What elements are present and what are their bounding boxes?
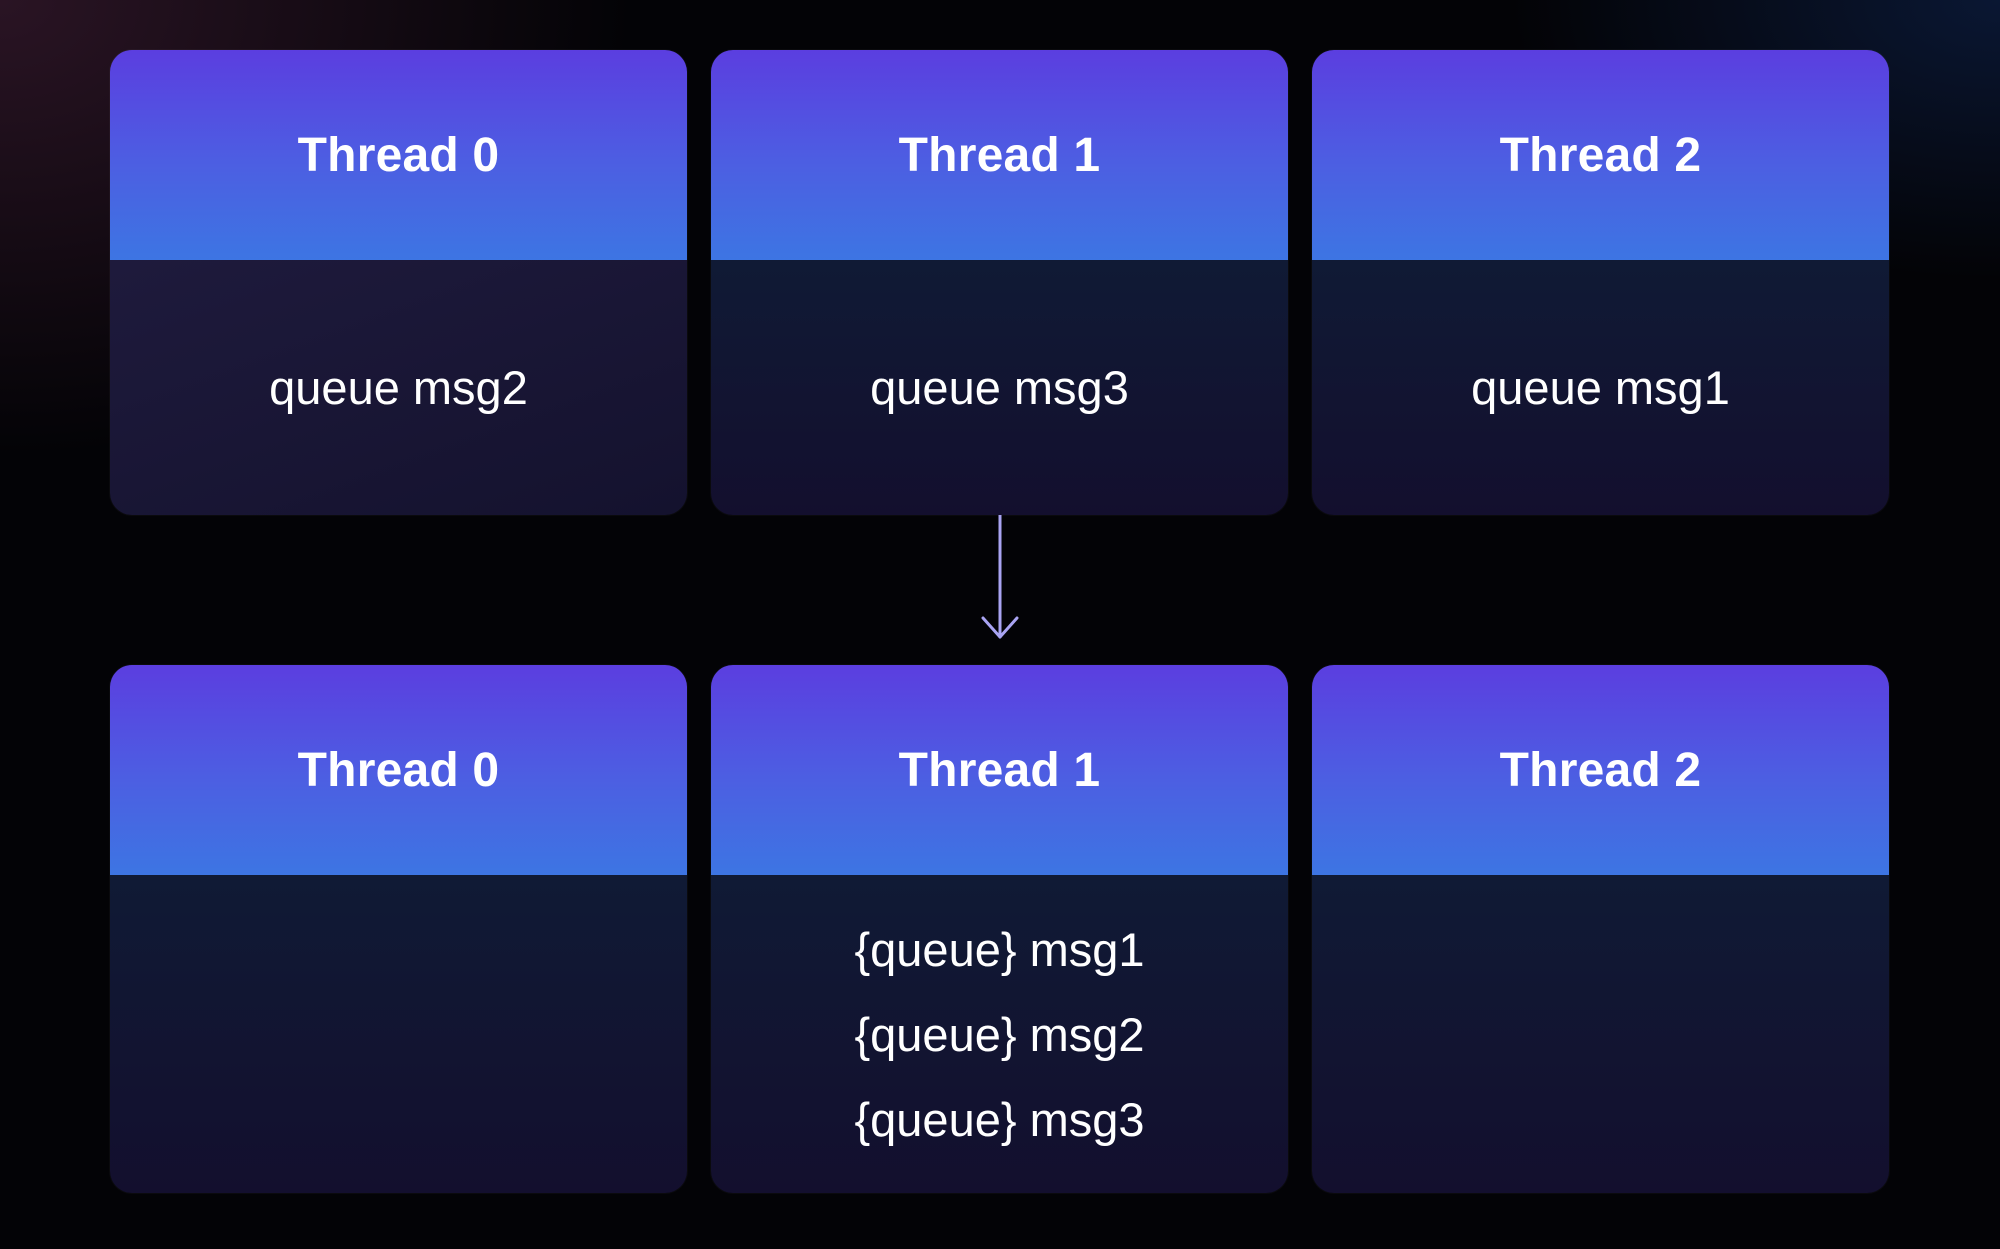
card-header: Thread 0 [110,665,687,875]
queue-message: {queue} msg1 [854,922,1145,976]
after-row: Thread 0 Thread 1 {queue} msg1 {queue} m… [110,665,1889,1193]
card-title: Thread 0 [297,128,500,182]
card-title: Thread 1 [898,743,1101,797]
before-thread-1-card: Thread 1 queue msg3 [711,50,1288,515]
before-thread-0-card: Thread 0 queue msg2 [110,50,687,515]
queue-message: {queue} msg2 [854,1007,1145,1061]
queue-message: queue msg2 [269,361,528,414]
queue-message: queue msg1 [1471,361,1730,414]
card-header: Thread 1 [711,665,1288,875]
card-body-empty [110,875,687,1193]
after-thread-2-card: Thread 2 [1312,665,1889,1193]
card-body: queue msg1 [1312,260,1889,515]
card-title: Thread 1 [898,128,1101,182]
before-thread-2-card: Thread 2 queue msg1 [1312,50,1889,515]
arrow-down-icon [981,515,1019,639]
card-body: {queue} msg1 {queue} msg2 {queue} msg3 [711,875,1288,1193]
after-thread-1-card: Thread 1 {queue} msg1 {queue} msg2 {queu… [711,665,1288,1193]
after-thread-0-card: Thread 0 [110,665,687,1193]
card-body-empty [1312,875,1889,1193]
queue-message: {queue} msg3 [854,1092,1145,1146]
card-header: Thread 0 [110,50,687,260]
card-header: Thread 2 [1312,665,1889,875]
card-body: queue msg2 [110,260,687,515]
card-title: Thread 0 [297,743,500,797]
card-header: Thread 1 [711,50,1288,260]
card-title: Thread 2 [1499,128,1702,182]
before-row: Thread 0 queue msg2 Thread 1 queue msg3 … [110,50,1889,515]
card-body: queue msg3 [711,260,1288,515]
card-header: Thread 2 [1312,50,1889,260]
queue-message: queue msg3 [870,361,1129,414]
card-title: Thread 2 [1499,743,1702,797]
